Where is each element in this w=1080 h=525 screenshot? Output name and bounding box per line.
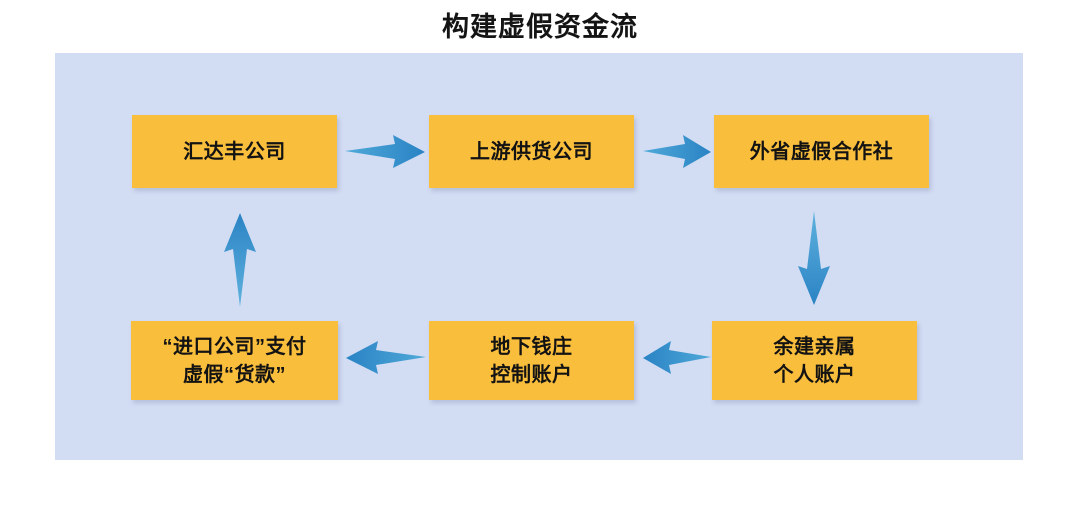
flow-node-coop-line-1: 外省虚假合作社 — [749, 140, 894, 163]
flow-node-relative: 余建亲属 个人账户 — [712, 321, 917, 400]
flow-node-import-company-line-2: 虚假“货款” — [183, 363, 286, 386]
flow-diagram-panel: 汇达丰公司 上游供货公司 外省虚假合作社 “进口公司”支付 虚假“货款” 地下钱… — [55, 53, 1023, 460]
arrow-left-icon-underground-to-import — [346, 337, 426, 379]
arrow-left-icon-relative-to-underground — [643, 337, 711, 379]
arrow-up-icon-import-to-huidafeng — [219, 213, 261, 307]
arrow-down-icon-coop-to-relative — [793, 211, 835, 305]
flow-node-coop: 外省虚假合作社 — [714, 115, 929, 188]
flow-node-huidafeng-line-1: 汇达丰公司 — [183, 140, 286, 163]
flow-node-relative-line-1: 余建亲属 — [773, 335, 856, 358]
flow-node-relative-line-2: 个人账户 — [773, 363, 856, 386]
arrow-right-icon-huidafeng-to-supplier — [345, 131, 425, 173]
flow-node-import-company: “进口公司”支付 虚假“货款” — [131, 321, 338, 400]
flow-node-underground-line-2: 控制账户 — [490, 363, 573, 386]
flow-node-supplier-line-1: 上游供货公司 — [470, 140, 593, 163]
flow-node-import-company-line-1: “进口公司”支付 — [162, 335, 307, 358]
flow-node-underground-line-1: 地下钱庄 — [490, 335, 573, 358]
arrow-right-icon-supplier-to-coop — [643, 131, 711, 173]
flow-node-huidafeng: 汇达丰公司 — [132, 115, 337, 188]
flow-node-supplier: 上游供货公司 — [429, 115, 634, 188]
page-title: 构建虚假资金流 — [442, 12, 638, 42]
flow-node-underground: 地下钱庄 控制账户 — [429, 321, 634, 400]
